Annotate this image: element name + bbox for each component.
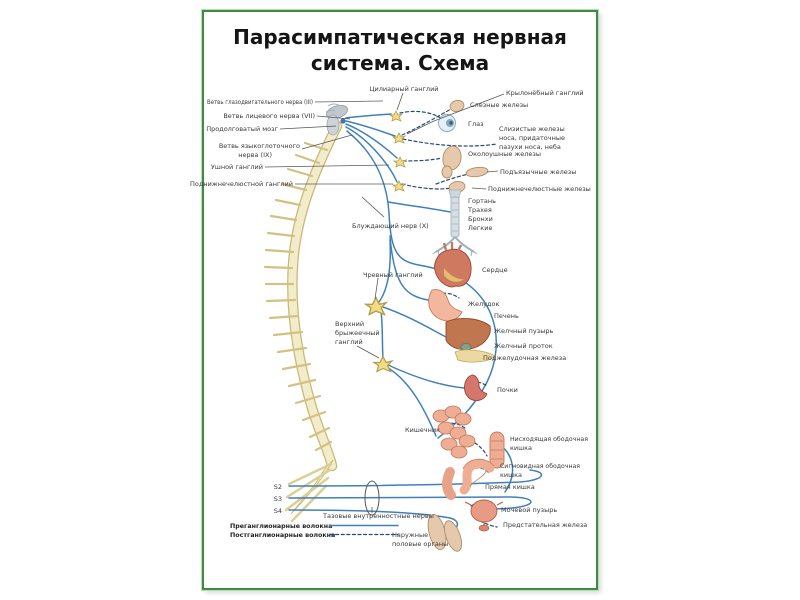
- label-glossopharyngeal-2: нерва (IX): [238, 151, 272, 159]
- label-bile-duct: Желчный проток: [494, 342, 553, 350]
- vertebral-processes: [263, 141, 333, 452]
- title-line-2: система. Схема: [310, 51, 490, 76]
- parotid-lobe: [441, 165, 453, 179]
- liver: [445, 318, 491, 351]
- pelvic-splanchnic-nerves: [288, 469, 543, 487]
- label-stomach: Желудок: [468, 300, 499, 308]
- spinal-column: [263, 103, 349, 523]
- legend: Преганглионарные волокна Постганглионарн…: [230, 523, 399, 539]
- heart: [434, 242, 472, 288]
- label-bladder: Мочевой пузырь: [501, 506, 557, 514]
- leader-lines: [264, 92, 505, 513]
- preganglionic-fibers: [288, 113, 543, 533]
- external-genitalia-2: [443, 520, 463, 552]
- label-vagus: Блуждающий нерв (X): [352, 222, 429, 230]
- brainstem: [325, 103, 349, 136]
- eye: [438, 114, 456, 132]
- sublingual-gland: [465, 166, 489, 178]
- legend-postganglionic-label: Постганглионарные волокна: [230, 532, 335, 539]
- gallbladder: [460, 343, 472, 351]
- label-sup-mesenteric-1: Верхний: [335, 320, 364, 328]
- sacral-roots: [284, 462, 333, 523]
- larynx-trachea-bronchi: [432, 189, 478, 257]
- label-eye: Глаз: [468, 120, 484, 128]
- legend-preganglionic-label: Преганглионарные волокна: [230, 523, 332, 530]
- descending-colon: [489, 431, 505, 469]
- sigmoid-colon: [459, 459, 495, 495]
- organs: [427, 99, 505, 552]
- label-sublingual: Подъязычные железы: [500, 168, 576, 176]
- pancreas: [454, 349, 496, 363]
- small-intestine: [432, 405, 476, 459]
- label-gallbladder: Желчный пузырь: [494, 327, 553, 335]
- label-glossopharyngeal-1: Ветвь языкоглоточного: [219, 142, 300, 150]
- label-pelvic-nerves: Тазовые внутренностные нервы: [322, 512, 434, 520]
- label-sigmoid-1: Сигмовидная ободочная: [500, 462, 580, 470]
- label-genitals-1: Наружные: [392, 531, 428, 539]
- sigmoid-colon-outline: [462, 458, 495, 487]
- label-submandibular-glands: Поднижнечелюстные железы: [488, 185, 591, 193]
- label-facial: Ветвь лицевого нерва (VII): [223, 112, 315, 120]
- prostate: [478, 524, 490, 532]
- label-pancreas: Поджелудочная железа: [483, 354, 566, 362]
- label-sup-mesenteric-3: ганглий: [335, 338, 363, 346]
- pterygopalatine-ganglion: [391, 132, 407, 144]
- label-oculomotor: Ветвь глазодвигательного нерва (III): [207, 98, 313, 106]
- label-lungs: Легкие: [468, 224, 492, 232]
- label-submandibular-ganglion: Поднижнечелюстной ганглий: [190, 180, 293, 188]
- label-genitals-2: половые органы: [392, 540, 448, 548]
- superior-mesenteric-ganglion: [372, 355, 394, 373]
- page-title: Парасимпатическая нервная система. Схема: [202, 24, 598, 77]
- label-intestine: Кишечник: [405, 426, 440, 434]
- label-lacrimal: Слезные железы: [470, 101, 528, 109]
- bladder: [464, 499, 504, 527]
- label-celiac-ganglion: Чревный ганглий: [363, 271, 423, 279]
- label-nasal-3: пазухи носа, неба: [499, 143, 561, 151]
- label-kidneys: Почки: [497, 386, 518, 394]
- label-bronchi: Бронхи: [468, 215, 493, 223]
- label-sigmoid-2: кишка: [500, 471, 522, 479]
- label-pterygopalatine-ganglion: Крылонёбный ганглий: [506, 89, 584, 97]
- label-trachea: Трахея: [467, 206, 492, 214]
- label-s2: S2: [274, 483, 282, 491]
- submandibular-ganglion: [391, 180, 407, 192]
- label-prostate: Предстательная железа: [503, 521, 587, 529]
- label-parotid: Околоушные железы: [468, 150, 541, 158]
- lacrimal-gland: [449, 99, 465, 113]
- label-s3: S3: [274, 495, 282, 503]
- label-ciliary-ganglion: Цилиарный ганглий: [369, 85, 438, 93]
- label-sup-mesenteric-2: брыжеечный: [335, 329, 380, 337]
- kidney: [464, 374, 488, 401]
- stomach: [428, 289, 463, 322]
- label-larynx: Гортань: [468, 197, 496, 205]
- label-heart: Сердце: [482, 266, 508, 274]
- vagus-nerve: [346, 130, 425, 267]
- title-line-1: Парасимпатическая нервная: [233, 25, 567, 49]
- rectum: [442, 467, 456, 500]
- label-rectum: Прямая кишка: [485, 483, 535, 491]
- label-otic-ganglion: Ушной ганглий: [211, 163, 263, 171]
- label-descending-colon-2: кишка: [510, 444, 532, 452]
- label-nasal-1: Слизистые железы: [499, 125, 565, 133]
- label-medulla: Продолговатый мозг: [206, 125, 278, 133]
- label-descending-colon-1: Нисходящая ободочная: [510, 435, 588, 443]
- labels: Ветвь глазодвигательного нерва (III) Вет…: [190, 85, 591, 548]
- label-nasal-2: носа, придаточные: [499, 134, 565, 142]
- otic-ganglion: [392, 156, 408, 168]
- celiac-ganglion: [363, 295, 389, 316]
- label-liver: Печень: [494, 312, 519, 320]
- ganglia: [363, 110, 408, 373]
- ciliary-ganglion: [388, 110, 404, 122]
- label-s4: S4: [274, 507, 282, 515]
- pelvic-nerve-ring: [364, 480, 380, 516]
